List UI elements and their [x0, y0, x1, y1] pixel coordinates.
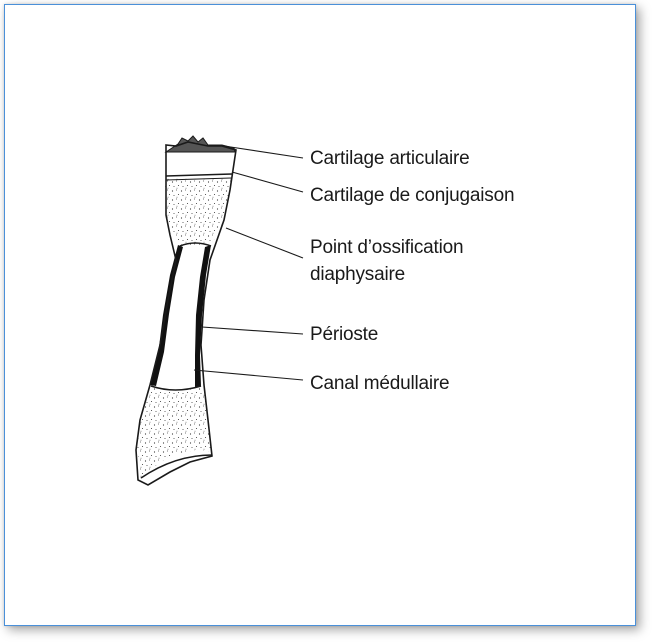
- lower-cartilage-region: [136, 385, 212, 480]
- label-point-ossification-line2: diaphysaire: [310, 264, 405, 285]
- figure-frame: [4, 4, 636, 626]
- periosteum-left: [150, 245, 183, 386]
- leader-point-ossification: [225, 227, 304, 259]
- lower-articular-line: [140, 454, 213, 479]
- bone-outline: [135, 141, 237, 486]
- label-canal-medullaire: Canal médullaire: [310, 373, 449, 394]
- upper-cartilage-region: [165, 178, 234, 245]
- leader-canal-medullaire: [193, 369, 304, 381]
- label-point-ossification-line1: Point d’ossification: [310, 237, 463, 258]
- ossification-front-upper: [179, 242, 212, 247]
- growth-plate-line-2: [165, 177, 232, 181]
- label-cartilage-conjugaison: Cartilage de conjugaison: [310, 185, 514, 206]
- medullary-lower-boundary: [150, 385, 202, 391]
- leader-cartilage-conjugaison: [231, 171, 304, 193]
- label-perioste: Périoste: [310, 324, 378, 345]
- leader-cartilage-articulaire: [223, 145, 304, 159]
- periosteum-right: [195, 245, 211, 387]
- growth-plate-line-1: [165, 173, 233, 177]
- leader-perioste: [201, 326, 304, 335]
- label-cartilage-articulaire: Cartilage articulaire: [310, 148, 469, 169]
